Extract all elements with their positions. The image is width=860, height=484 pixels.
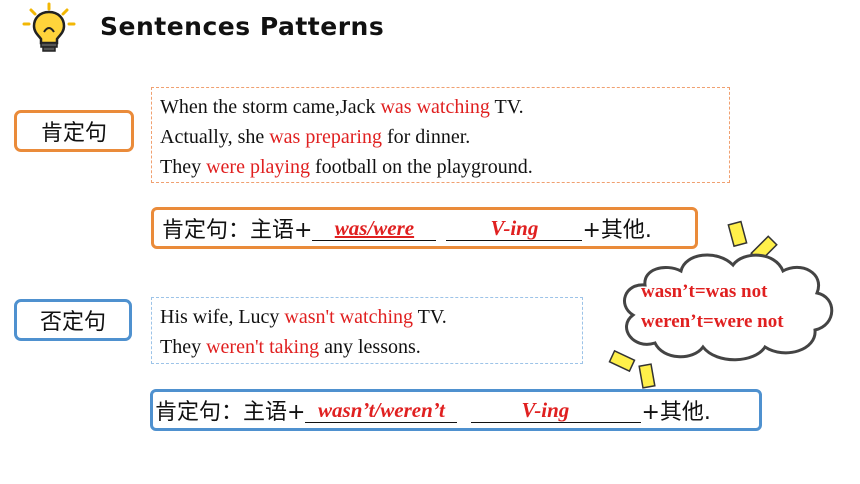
callout-line-1: wasn’t=was not <box>641 281 768 302</box>
callout-line-2: weren’t=were not <box>641 311 784 332</box>
page-title: Sentences Patterns <box>100 12 385 41</box>
negative-examples: His wife, Lucy wasn't watching TV. They … <box>151 297 583 364</box>
lightbulb-icon <box>22 2 76 52</box>
example-sentence: They were playing football on the playgr… <box>160 156 533 178</box>
formula-tail: +其他. <box>582 218 652 243</box>
callout-cloud <box>608 220 834 389</box>
positive-examples: When the storm came,Jack was watching TV… <box>151 87 730 183</box>
example-sentence: His wife, Lucy wasn't watching TV. <box>160 306 447 328</box>
formula-blank-verb: V-ing <box>446 216 583 241</box>
formula-blank-verb: V-ing <box>471 398 642 423</box>
negative-formula: 肯定句：主语+ wasn’t/weren’t V-ing +其他. <box>150 389 762 431</box>
negative-tag: 否定句 <box>14 299 132 341</box>
formula-blank-aux: wasn’t/weren’t <box>305 398 458 423</box>
formula-lead: 肯定句：主语+ <box>162 218 313 243</box>
positive-tag: 肯定句 <box>14 110 134 152</box>
formula-tail: +其他. <box>641 400 711 425</box>
example-sentence: They weren't taking any lessons. <box>160 336 421 358</box>
sparkle-icon <box>608 220 778 389</box>
positive-formula: 肯定句：主语+ was/were V-ing +其他. <box>151 207 698 249</box>
example-sentence: Actually, she was preparing for dinner. <box>160 126 471 148</box>
formula-blank-aux: was/were <box>312 216 437 241</box>
example-sentence: When the storm came,Jack was watching TV… <box>160 96 524 118</box>
formula-lead: 肯定句：主语+ <box>155 400 306 425</box>
